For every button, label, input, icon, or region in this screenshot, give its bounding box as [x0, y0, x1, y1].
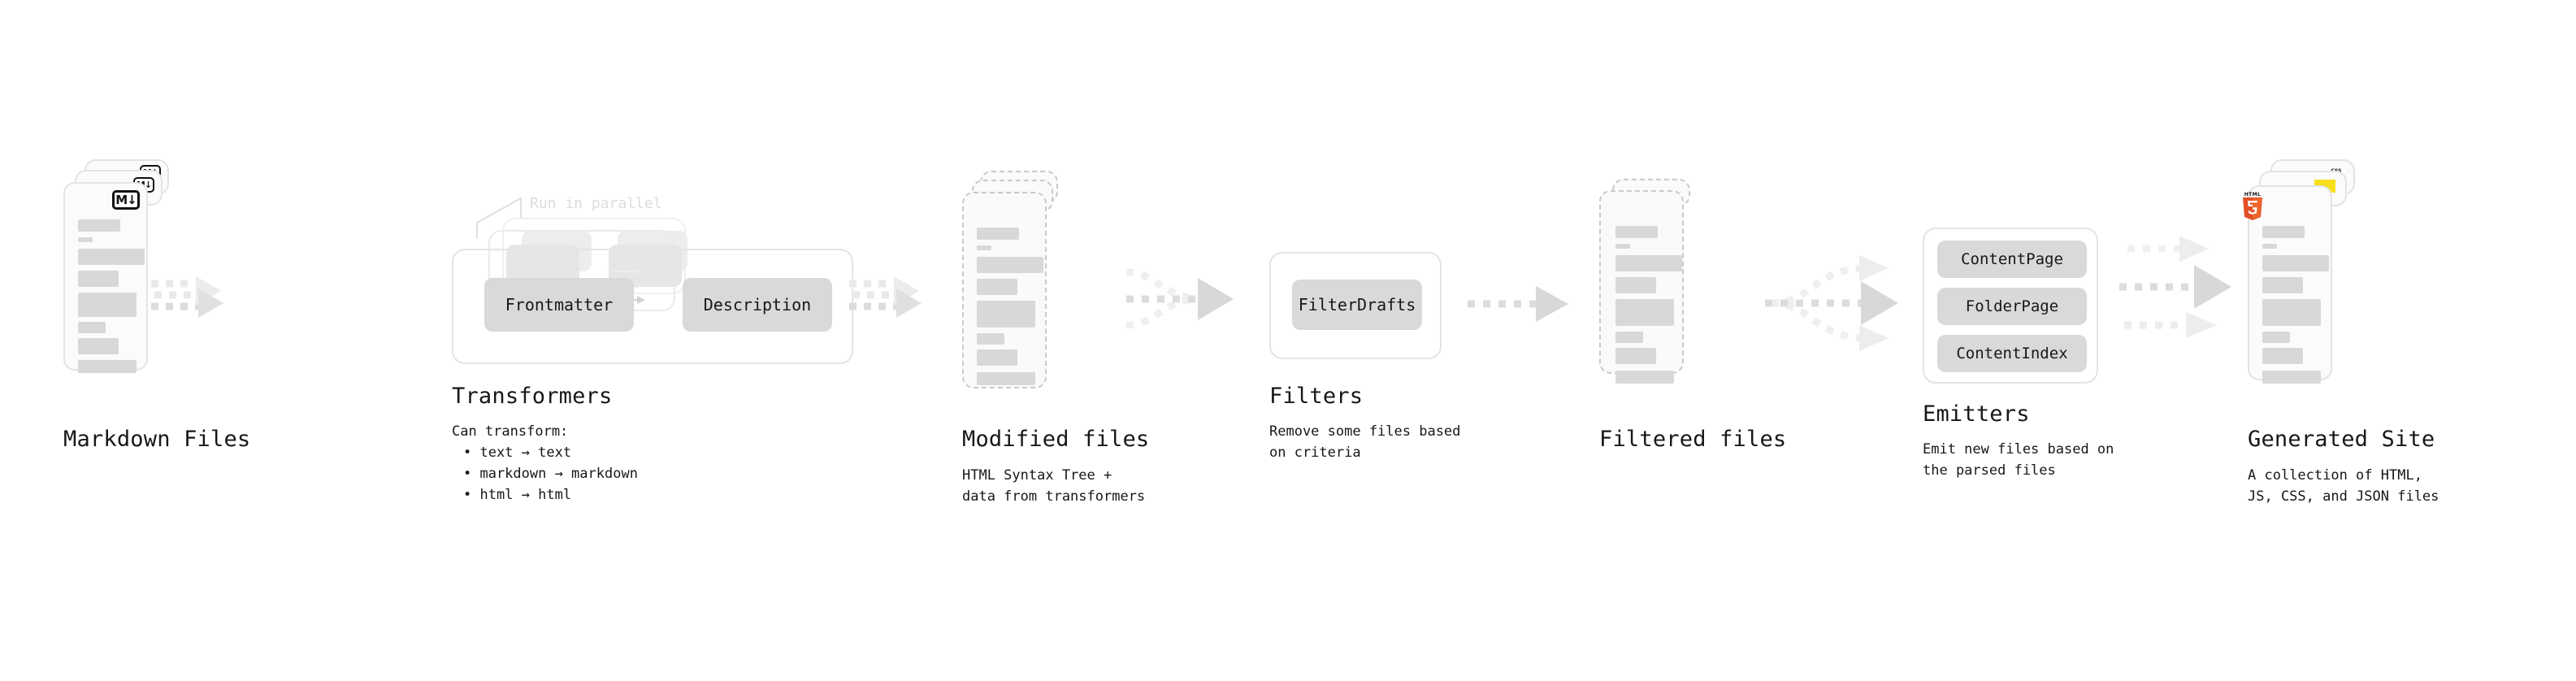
chip-description[interactable]: Description: [683, 278, 832, 332]
chip-description-label: Description: [703, 295, 812, 314]
chip-frontmatter-label: Frontmatter: [505, 295, 614, 314]
filtered-file-front: [1599, 190, 1684, 384]
chip-folderpage-label: FolderPage: [1965, 297, 2059, 315]
transformers-title: Transformers: [452, 384, 613, 409]
transformer-group-front: Frontmatter Description: [452, 249, 853, 364]
chip-frontmatter[interactable]: Frontmatter: [484, 278, 634, 332]
filters-group: FilterDrafts: [1269, 252, 1442, 359]
html5-icon: HTML: [2241, 192, 2264, 220]
filtered-files-title: Filtered files: [1599, 427, 1787, 452]
filters-subtitle: Remove some files based on criteria: [1269, 423, 1461, 461]
emitters-title: Emitters: [1923, 401, 2030, 427]
markdown-file-front: M↓: [63, 182, 148, 373]
chip-contentpage-label: ContentPage: [1961, 250, 2063, 268]
chip-contentindex[interactable]: ContentIndex: [1937, 335, 2087, 372]
chip-filterdrafts-label: FilterDrafts: [1298, 295, 1416, 314]
arrow-emitters-to-site: [2119, 236, 2231, 338]
arrow-markdown-to-transformers: [151, 276, 223, 318]
run-in-parallel-leader: [476, 197, 522, 239]
chip-filterdrafts[interactable]: FilterDrafts: [1292, 280, 1422, 330]
transformers-list-item-1: • markdown → markdown: [463, 466, 638, 482]
filters-title: Filters: [1269, 384, 1364, 409]
transformers-list-item-2: • html → html: [463, 487, 572, 503]
arrow-filters-to-filtered: [1468, 286, 1568, 322]
run-in-parallel-label: Run in parallel: [530, 195, 662, 212]
arrow-filtered-to-emitters: [1765, 255, 1898, 351]
generated-site-title: Generated Site: [2248, 427, 2435, 452]
transformers-list-item-0: • text → text: [463, 445, 572, 461]
transformers-subtitle: Can transform:: [452, 423, 569, 440]
emitters-group: ContentPage FolderPage ContentIndex: [1923, 228, 2098, 384]
markdown-files-title: Markdown Files: [63, 427, 251, 452]
arrow-transformers-to-modified: [849, 276, 922, 318]
markdown-icon: M↓: [112, 190, 140, 210]
chip-contentindex-label: ContentIndex: [1956, 345, 2068, 362]
arrow-modified-to-filters: [1125, 268, 1234, 329]
modified-file-front: [962, 192, 1047, 388]
emitters-subtitle: Emit new files based on the parsed files: [1923, 441, 2114, 479]
chip-folderpage[interactable]: FolderPage: [1937, 288, 2087, 325]
modified-files-title: Modified files: [962, 427, 1150, 452]
html-file-front: HTML: [2243, 185, 2332, 384]
modified-files-subtitle: HTML Syntax Tree + data from transformer…: [962, 467, 1146, 505]
chip-contentpage[interactable]: ContentPage: [1937, 241, 2087, 278]
generated-site-subtitle: A collection of HTML, JS, CSS, and JSON …: [2248, 467, 2439, 505]
